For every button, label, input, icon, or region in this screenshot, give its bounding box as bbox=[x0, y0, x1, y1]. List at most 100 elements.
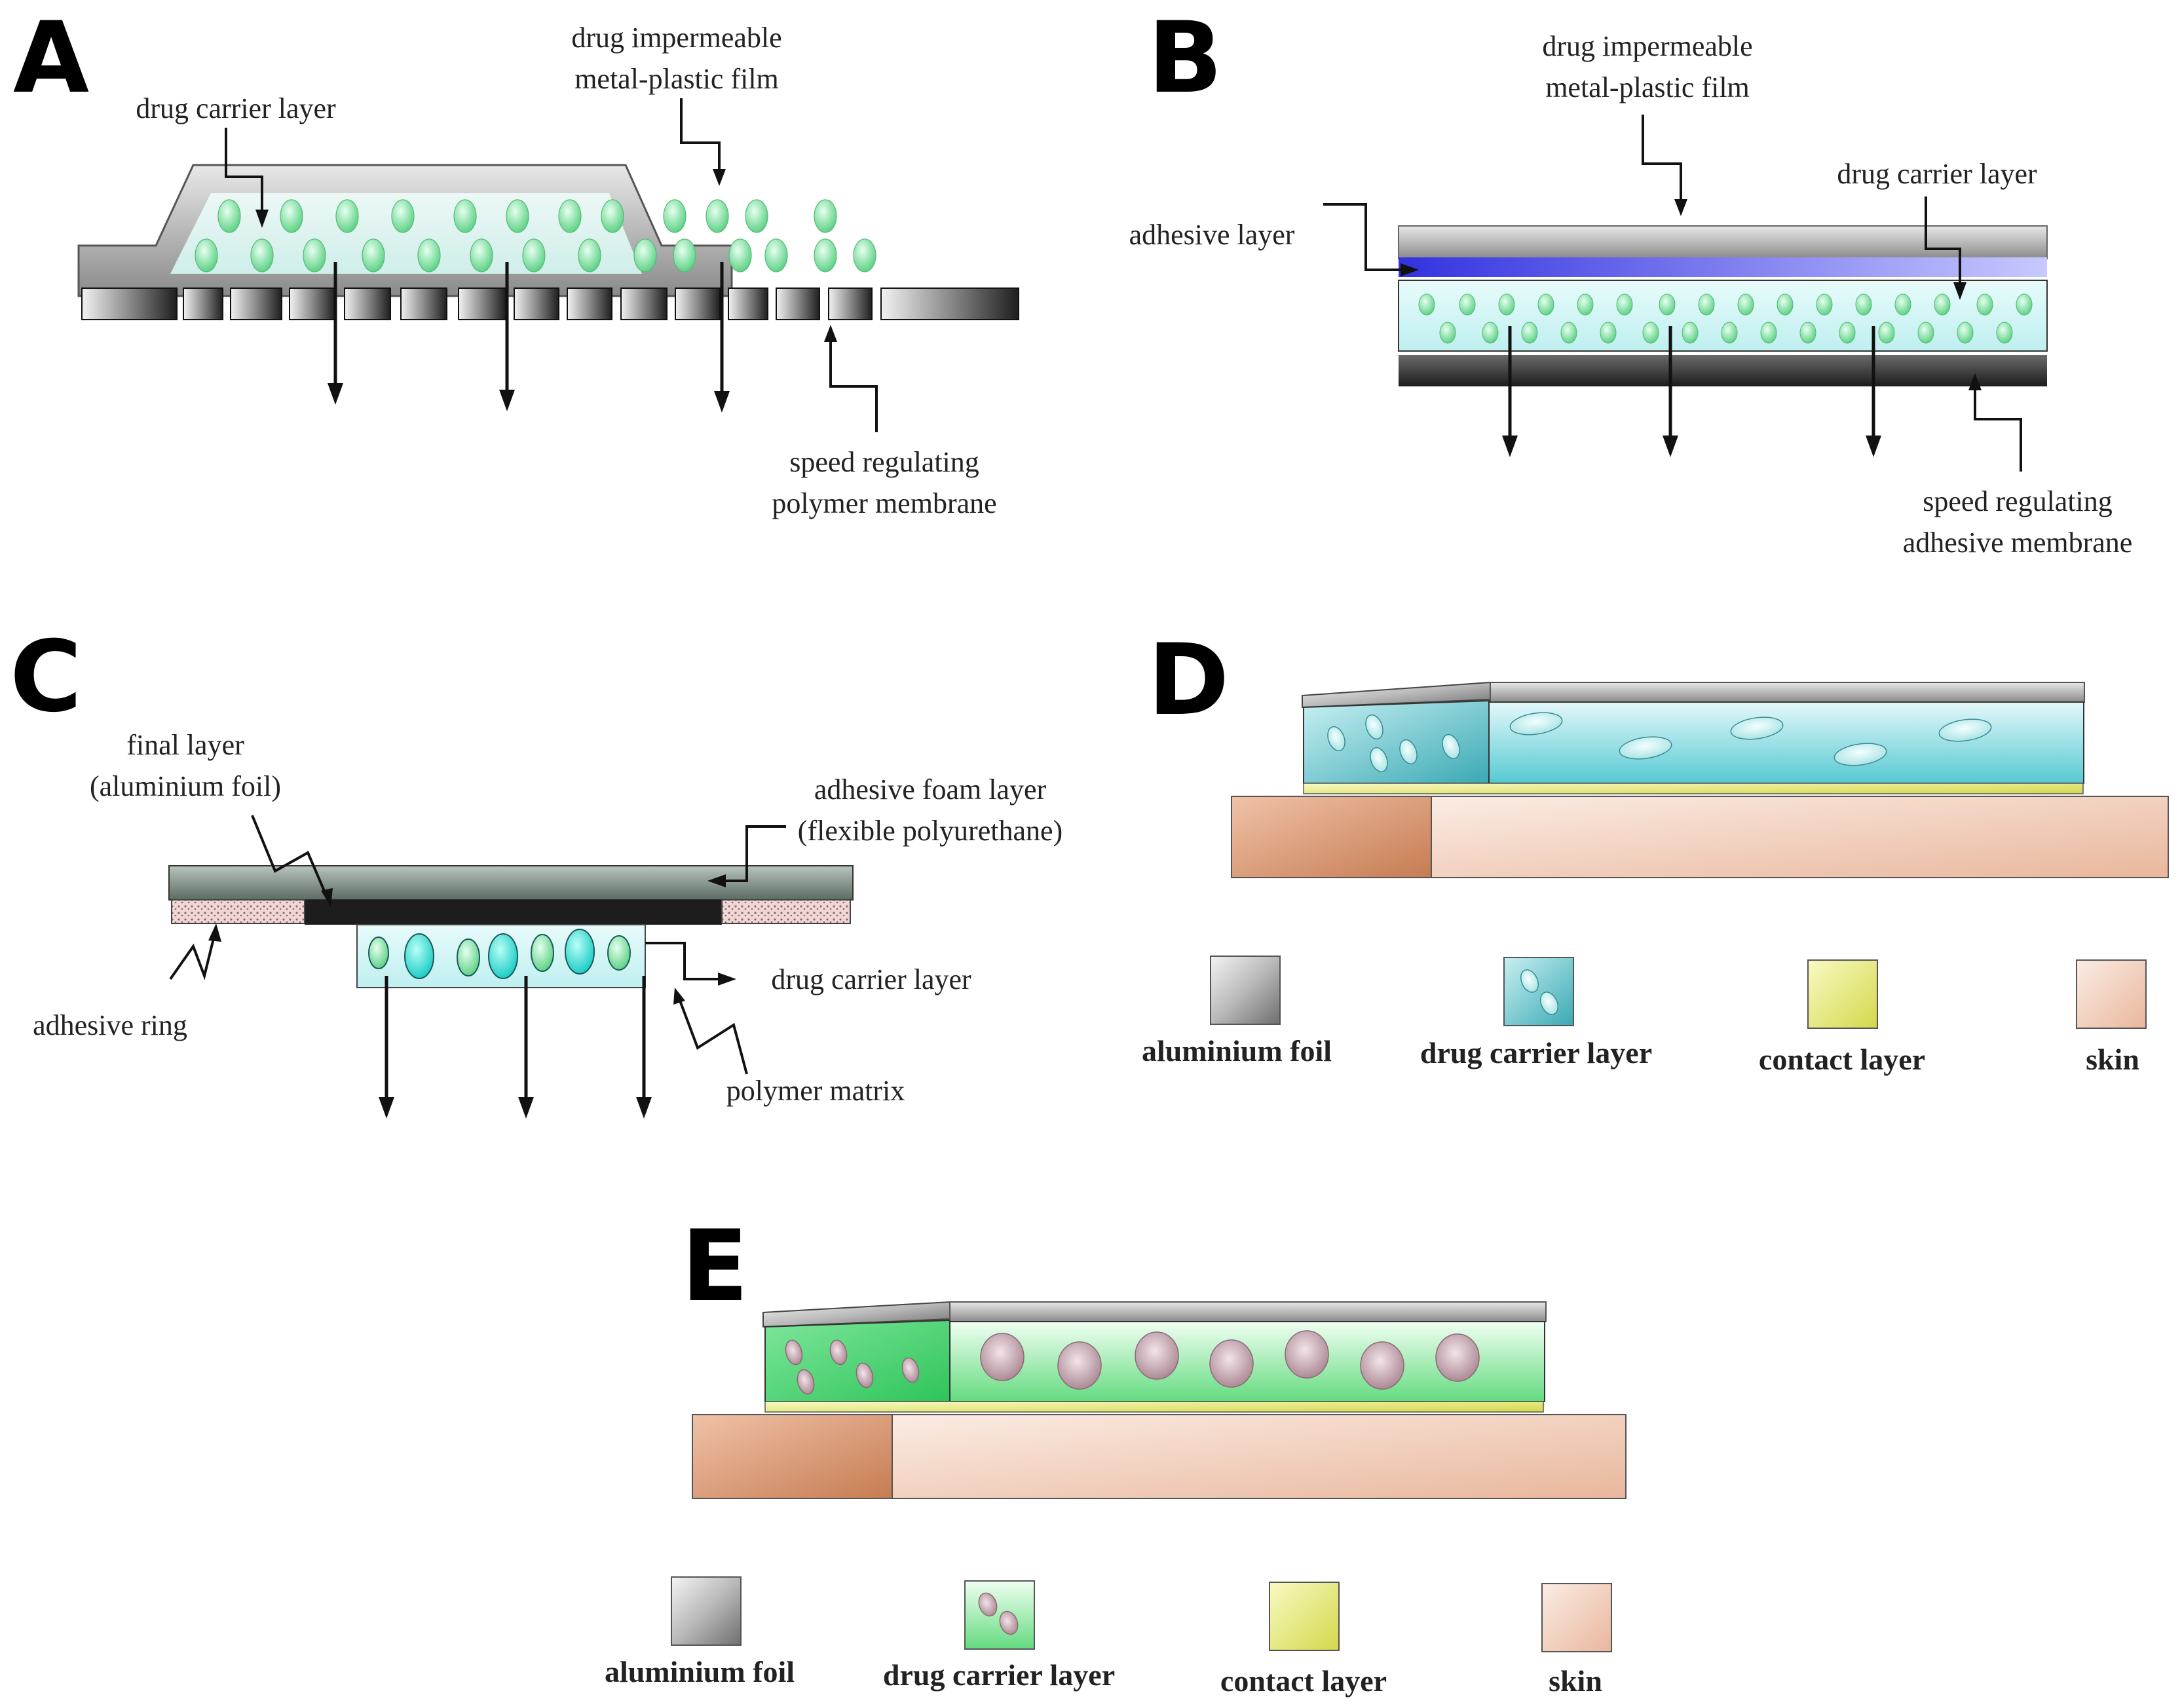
leader-final-layer bbox=[251, 815, 329, 899]
drug-particle bbox=[1370, 747, 1388, 773]
legend-label: skin bbox=[2086, 1043, 2139, 1076]
drug-particle bbox=[1600, 322, 1617, 344]
leader-tip bbox=[321, 888, 333, 907]
adhesive-membrane bbox=[1399, 355, 2047, 386]
drug-particle bbox=[1816, 293, 1833, 316]
contact-layer-e bbox=[764, 1401, 1544, 1413]
drug-particle bbox=[745, 199, 768, 233]
carrier-large-d bbox=[1488, 701, 2084, 784]
drug-particle bbox=[1498, 293, 1515, 316]
drug-particle bbox=[1834, 743, 1887, 766]
leader-tip bbox=[713, 169, 726, 186]
drug-particle bbox=[522, 238, 546, 272]
legend-swatch-contact bbox=[1269, 1582, 1340, 1651]
drug-particle bbox=[1418, 293, 1435, 316]
drug-particles-e bbox=[785, 1330, 1480, 1395]
drug-particle bbox=[303, 238, 326, 272]
drug-particle bbox=[853, 238, 876, 272]
legend-d: aluminium foil drug carrier layer contac… bbox=[1142, 956, 2147, 1076]
drug-particle bbox=[1209, 1339, 1254, 1388]
membrane-segment bbox=[344, 288, 391, 320]
drug-particle bbox=[1957, 322, 1974, 344]
drug-particle bbox=[470, 238, 493, 272]
leader-ring bbox=[169, 933, 216, 980]
release-arrows-a bbox=[328, 262, 730, 413]
impermeable-film-b bbox=[1398, 225, 2048, 259]
drug-carrier-layer-b bbox=[1398, 280, 2048, 352]
leader-tip bbox=[208, 923, 221, 942]
drug-particle bbox=[1459, 293, 1476, 316]
leader-carrier-a bbox=[225, 128, 263, 219]
label-film-b-line2: metal-plastic film bbox=[1545, 71, 1750, 103]
drug-particle bbox=[578, 238, 601, 272]
leader-tip bbox=[255, 210, 269, 228]
drug-particle bbox=[797, 1369, 815, 1395]
drug-particle bbox=[1482, 322, 1499, 344]
drug-particle bbox=[764, 238, 788, 272]
drug-particle bbox=[1799, 322, 1816, 344]
label-drug-carrier-c: drug carrier layer bbox=[771, 963, 971, 995]
legend-label: aluminium foil bbox=[1142, 1034, 1332, 1068]
drug-particles bbox=[195, 199, 876, 272]
drug-particle bbox=[558, 199, 582, 233]
adhesive-foam-layer bbox=[305, 900, 722, 925]
drug-particle bbox=[814, 199, 837, 233]
drug-particle bbox=[901, 1357, 920, 1383]
legend-label: contact layer bbox=[1220, 1664, 1387, 1698]
drug-particle bbox=[1760, 322, 1777, 344]
legend-label: drug carrier layer bbox=[883, 1658, 1115, 1692]
polymer-membrane bbox=[81, 288, 1019, 320]
drug-particle bbox=[1439, 322, 1456, 344]
membrane-segment bbox=[620, 288, 668, 320]
drug-particle bbox=[1057, 1341, 1102, 1390]
label-film-b-line1: drug impermeable bbox=[1542, 30, 1752, 62]
drug-particle bbox=[250, 238, 274, 272]
foil-right-d bbox=[1490, 682, 2085, 703]
leader-tip bbox=[1401, 263, 1419, 276]
membrane-segment bbox=[776, 288, 820, 320]
drug-particle bbox=[506, 199, 529, 233]
drug-particle bbox=[1878, 322, 1895, 344]
drug-particle bbox=[673, 238, 696, 272]
drug-particle bbox=[1537, 293, 1554, 316]
drug-particle bbox=[1730, 716, 1784, 740]
drug-particle bbox=[453, 199, 477, 233]
drug-particle bbox=[335, 199, 359, 233]
drug-particle bbox=[1435, 1333, 1480, 1382]
label-final-line2: (aluminium foil) bbox=[90, 770, 281, 802]
drug-particle bbox=[1682, 322, 1699, 344]
drug-particle bbox=[1777, 293, 1794, 316]
membrane-segment bbox=[880, 288, 1019, 320]
legend-swatch-skin bbox=[2076, 959, 2147, 1029]
drug-particle bbox=[856, 1362, 874, 1388]
drug-particle bbox=[362, 238, 385, 272]
leader-tip bbox=[718, 973, 736, 986]
leader-tip bbox=[707, 874, 726, 887]
membrane-segment bbox=[567, 288, 612, 320]
legend-swatch-carrier bbox=[1503, 957, 1574, 1026]
panel-d-letter: D bbox=[1148, 623, 1230, 737]
drug-particle bbox=[417, 238, 441, 272]
membrane-segment bbox=[458, 288, 506, 320]
adhesive-layer bbox=[1399, 257, 2047, 277]
legend-swatch-contact bbox=[1807, 959, 1878, 1029]
release-arrows-c bbox=[379, 976, 652, 1119]
skin-d bbox=[1431, 796, 2169, 878]
label-film-line2: metal-plastic film bbox=[574, 63, 779, 95]
leader-membrane-a bbox=[829, 333, 878, 432]
leader-adhesive bbox=[1323, 203, 1408, 271]
release-arrows-b bbox=[1502, 326, 1881, 457]
drug-particle bbox=[814, 238, 837, 272]
drug-particle bbox=[195, 238, 218, 272]
drug-particle bbox=[1737, 293, 1754, 316]
drug-particle bbox=[1521, 322, 1538, 344]
leader-membrane-b bbox=[1974, 381, 2022, 472]
leader-tip bbox=[1968, 373, 1982, 390]
drug-particle bbox=[705, 199, 729, 233]
drug-particle bbox=[1285, 1330, 1329, 1379]
drug-particle bbox=[1659, 293, 1676, 316]
drug-particle bbox=[1698, 293, 1715, 316]
drug-particle bbox=[1442, 733, 1460, 760]
drug-particle bbox=[1996, 322, 2013, 344]
